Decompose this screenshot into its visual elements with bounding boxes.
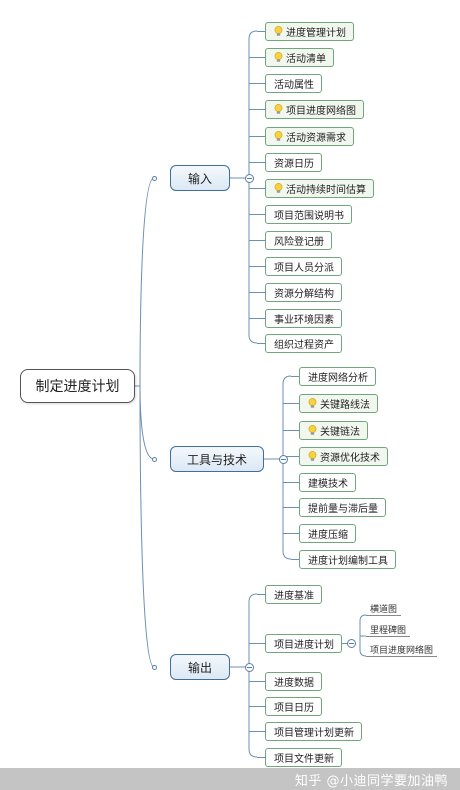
leaf-topic[interactable]: 事业环境因素 — [265, 309, 342, 328]
main-topic-2[interactable]: 输出 — [170, 654, 230, 680]
leaf-topic[interactable]: 项目进度网络图 — [265, 100, 364, 119]
leaf-topic[interactable]: 进度基准 — [265, 585, 322, 604]
watermark: 知乎 @小迪同学要加油鸭 — [0, 768, 460, 790]
leaf-label: 进度管理计划 — [286, 28, 346, 39]
sub-topic[interactable]: 项目进度网络图 — [366, 642, 438, 657]
lightbulb-icon — [274, 26, 283, 37]
leaf-label: 项目范围说明书 — [274, 211, 344, 222]
leaf-topic[interactable]: 建模技术 — [299, 473, 356, 492]
leaf-topic[interactable]: 进度管理计划 — [265, 22, 354, 41]
leaf-topic[interactable]: 活动持续时间估算 — [265, 179, 374, 198]
leaf-label: 建模技术 — [308, 479, 348, 490]
sub-topic[interactable]: 横道图 — [366, 601, 402, 616]
leaf-topic[interactable]: 资源优化技术 — [299, 447, 388, 466]
leaf-topic[interactable]: 项目人员分派 — [265, 257, 342, 276]
leaf-topic[interactable]: 项目进度计划 — [265, 634, 342, 653]
leaf-label: 风险登记册 — [274, 237, 324, 248]
leaf-label: 项目人员分派 — [274, 263, 334, 274]
leaf-label: 项目日历 — [274, 703, 314, 714]
leaf-spine — [282, 375, 292, 560]
lightbulb-icon — [308, 425, 317, 436]
leaf-label: 项目进度计划 — [274, 640, 334, 651]
leaf-topic[interactable]: 资源分解结构 — [265, 283, 342, 302]
collapse-toggle[interactable] — [244, 662, 254, 672]
main-topic-0[interactable]: 输入 — [170, 165, 230, 191]
leaf-topic[interactable]: 进度计划编制工具 — [299, 550, 396, 569]
branch-connector — [139, 385, 155, 668]
leaf-topic[interactable]: 项目管理计划更新 — [265, 722, 362, 741]
leaf-label: 资源日历 — [274, 159, 314, 170]
leaf-topic[interactable]: 提前量与滞后量 — [299, 498, 386, 517]
connector-dot — [151, 175, 157, 181]
leaf-label: 进度网络分析 — [308, 373, 368, 384]
leaf-topic[interactable]: 活动属性 — [265, 74, 322, 93]
sub-topic[interactable]: 里程碑图 — [366, 622, 411, 637]
leaf-label: 进度压缩 — [308, 530, 348, 541]
leaf-topic[interactable]: 组织过程资产 — [265, 334, 342, 353]
leaf-topic[interactable]: 活动清单 — [265, 48, 334, 67]
leaf-topic[interactable]: 项目范围说明书 — [265, 205, 352, 224]
connector-dot — [151, 664, 157, 670]
leaf-label: 资源优化技术 — [320, 453, 380, 464]
leaf-label: 提前量与滞后量 — [308, 504, 378, 515]
leaf-topic[interactable]: 活动资源需求 — [265, 127, 354, 146]
collapse-toggle[interactable] — [278, 454, 288, 464]
leaf-topic[interactable]: 资源日历 — [265, 153, 322, 172]
leaf-label: 关键路线法 — [320, 400, 370, 411]
leaf-topic[interactable]: 进度网络分析 — [299, 367, 376, 386]
leaf-spine — [248, 593, 258, 758]
lightbulb-icon — [308, 451, 317, 462]
leaf-label: 活动属性 — [274, 80, 314, 91]
root-topic[interactable]: 制定进度计划 — [20, 369, 135, 403]
collapse-toggle[interactable] — [244, 173, 254, 183]
leaf-topic[interactable]: 项目日历 — [265, 697, 322, 716]
main-topic-1[interactable]: 工具与技术 — [170, 446, 264, 472]
leaf-label: 项目文件更新 — [274, 754, 334, 765]
branch-connector — [139, 385, 155, 460]
leaf-label: 事业环境因素 — [274, 315, 334, 326]
leaf-topic[interactable]: 关键链法 — [299, 421, 368, 440]
leaf-label: 活动持续时间估算 — [286, 185, 366, 196]
connector-dot — [151, 456, 157, 462]
lightbulb-icon — [274, 131, 283, 142]
branch-connector — [139, 177, 155, 387]
leaf-topic[interactable]: 风险登记册 — [265, 231, 332, 250]
leaf-label: 关键链法 — [320, 427, 360, 438]
leaf-label: 进度数据 — [274, 678, 314, 689]
collapse-toggle[interactable] — [346, 639, 356, 648]
leaf-label: 进度计划编制工具 — [308, 556, 388, 567]
leaf-label: 活动资源需求 — [286, 133, 346, 144]
leaf-label: 活动清单 — [286, 54, 326, 65]
leaf-topic[interactable]: 关键路线法 — [299, 394, 378, 413]
watermark-text: 知乎 @小迪同学要加油鸭 — [294, 773, 448, 789]
lightbulb-icon — [274, 104, 283, 115]
leaf-label: 组织过程资产 — [274, 340, 334, 351]
lightbulb-icon — [308, 398, 317, 409]
leaf-label: 进度基准 — [274, 591, 314, 602]
lightbulb-icon — [274, 183, 283, 194]
leaf-topic[interactable]: 进度压缩 — [299, 524, 356, 543]
leaf-topic[interactable]: 进度数据 — [265, 672, 322, 691]
leaf-label: 资源分解结构 — [274, 289, 334, 300]
leaf-spine — [248, 30, 258, 344]
leaf-label: 项目管理计划更新 — [274, 728, 354, 739]
lightbulb-icon — [274, 52, 283, 63]
leaf-label: 项目进度网络图 — [286, 106, 356, 117]
leaf-topic[interactable]: 项目文件更新 — [265, 748, 342, 767]
